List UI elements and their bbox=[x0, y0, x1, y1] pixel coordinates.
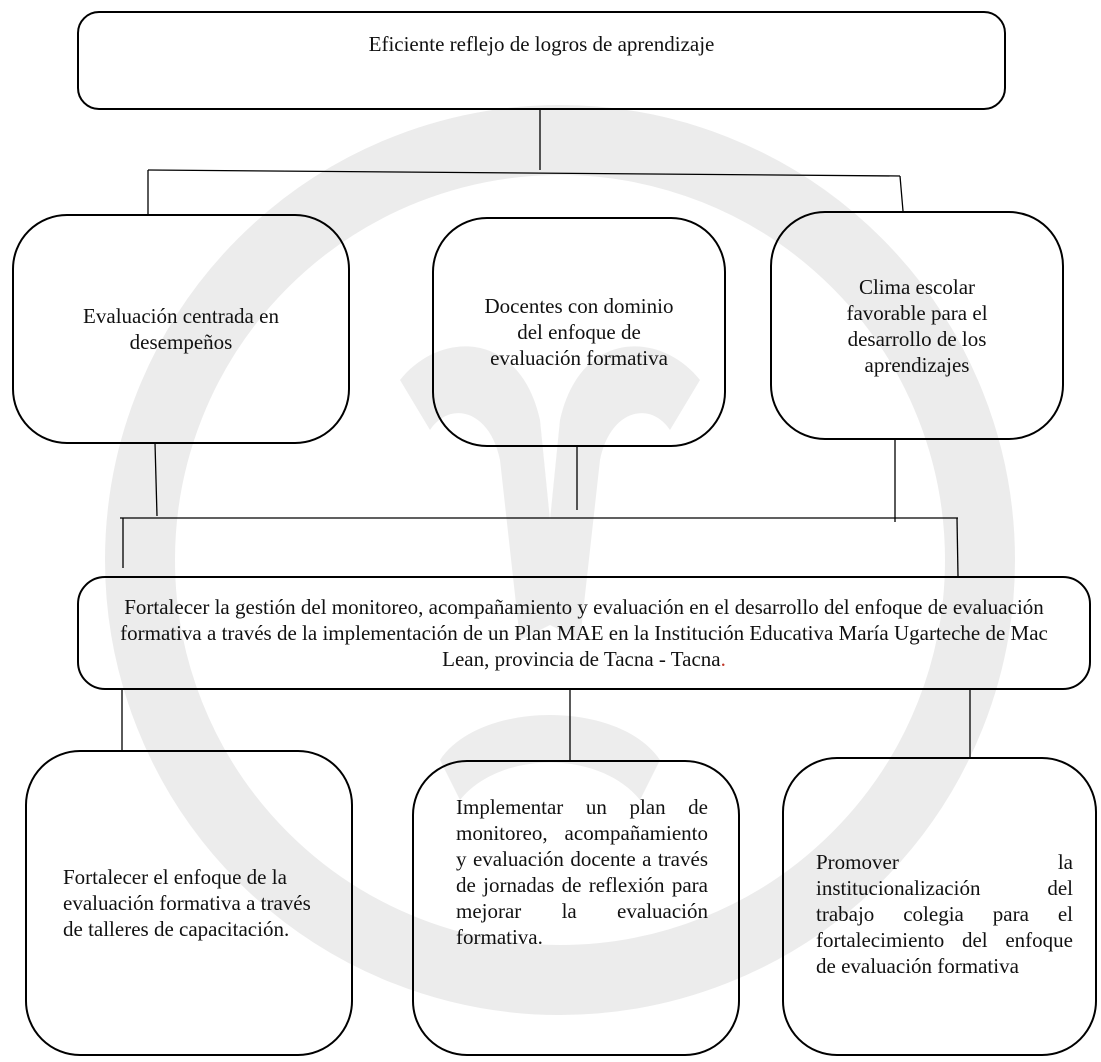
middle-box-3-text: Clima escolar favorable para el desarrol… bbox=[846, 274, 988, 377]
connector-line bbox=[154, 442, 158, 517]
bottom-box-3-text: Promover la institucionalización del tra… bbox=[816, 849, 1073, 978]
middle-box-2-text: Docentes con dominio del enfoque de eval… bbox=[484, 294, 674, 370]
middle-box-2: Docentes con dominio del enfoque de eval… bbox=[432, 217, 726, 447]
bottom-box-3: Promover la institucionalización del tra… bbox=[782, 757, 1097, 1056]
bottom-box-2: Implementar un plan de monitoreo, acompa… bbox=[412, 760, 740, 1056]
bottom-box-1: Fortalecer el enfoque de la evaluación f… bbox=[25, 750, 353, 1056]
top-result-box: Eficiente reflejo de logros de aprendiza… bbox=[77, 11, 1006, 110]
middle-box-1-text: Evaluación centrada en desempeños bbox=[83, 304, 279, 354]
central-objective-box: Fortalecer la gestión del monitoreo, aco… bbox=[77, 576, 1091, 690]
central-period: . bbox=[720, 647, 726, 671]
top-result-text: Eficiente reflejo de logros de aprendiza… bbox=[368, 32, 715, 56]
central-objective-text: Fortalecer la gestión del monitoreo, aco… bbox=[120, 595, 1048, 671]
middle-box-3: Clima escolar favorable para el desarrol… bbox=[770, 211, 1064, 440]
connector-line bbox=[899, 175, 904, 212]
connector-line bbox=[147, 169, 901, 177]
bottom-box-1-text: Fortalecer el enfoque de la evaluación f… bbox=[63, 865, 311, 941]
middle-box-1: Evaluación centrada en desempeños bbox=[12, 214, 350, 444]
connector-line bbox=[956, 517, 959, 577]
bottom-box-2-text: Implementar un plan de monitoreo, acompa… bbox=[456, 795, 708, 949]
